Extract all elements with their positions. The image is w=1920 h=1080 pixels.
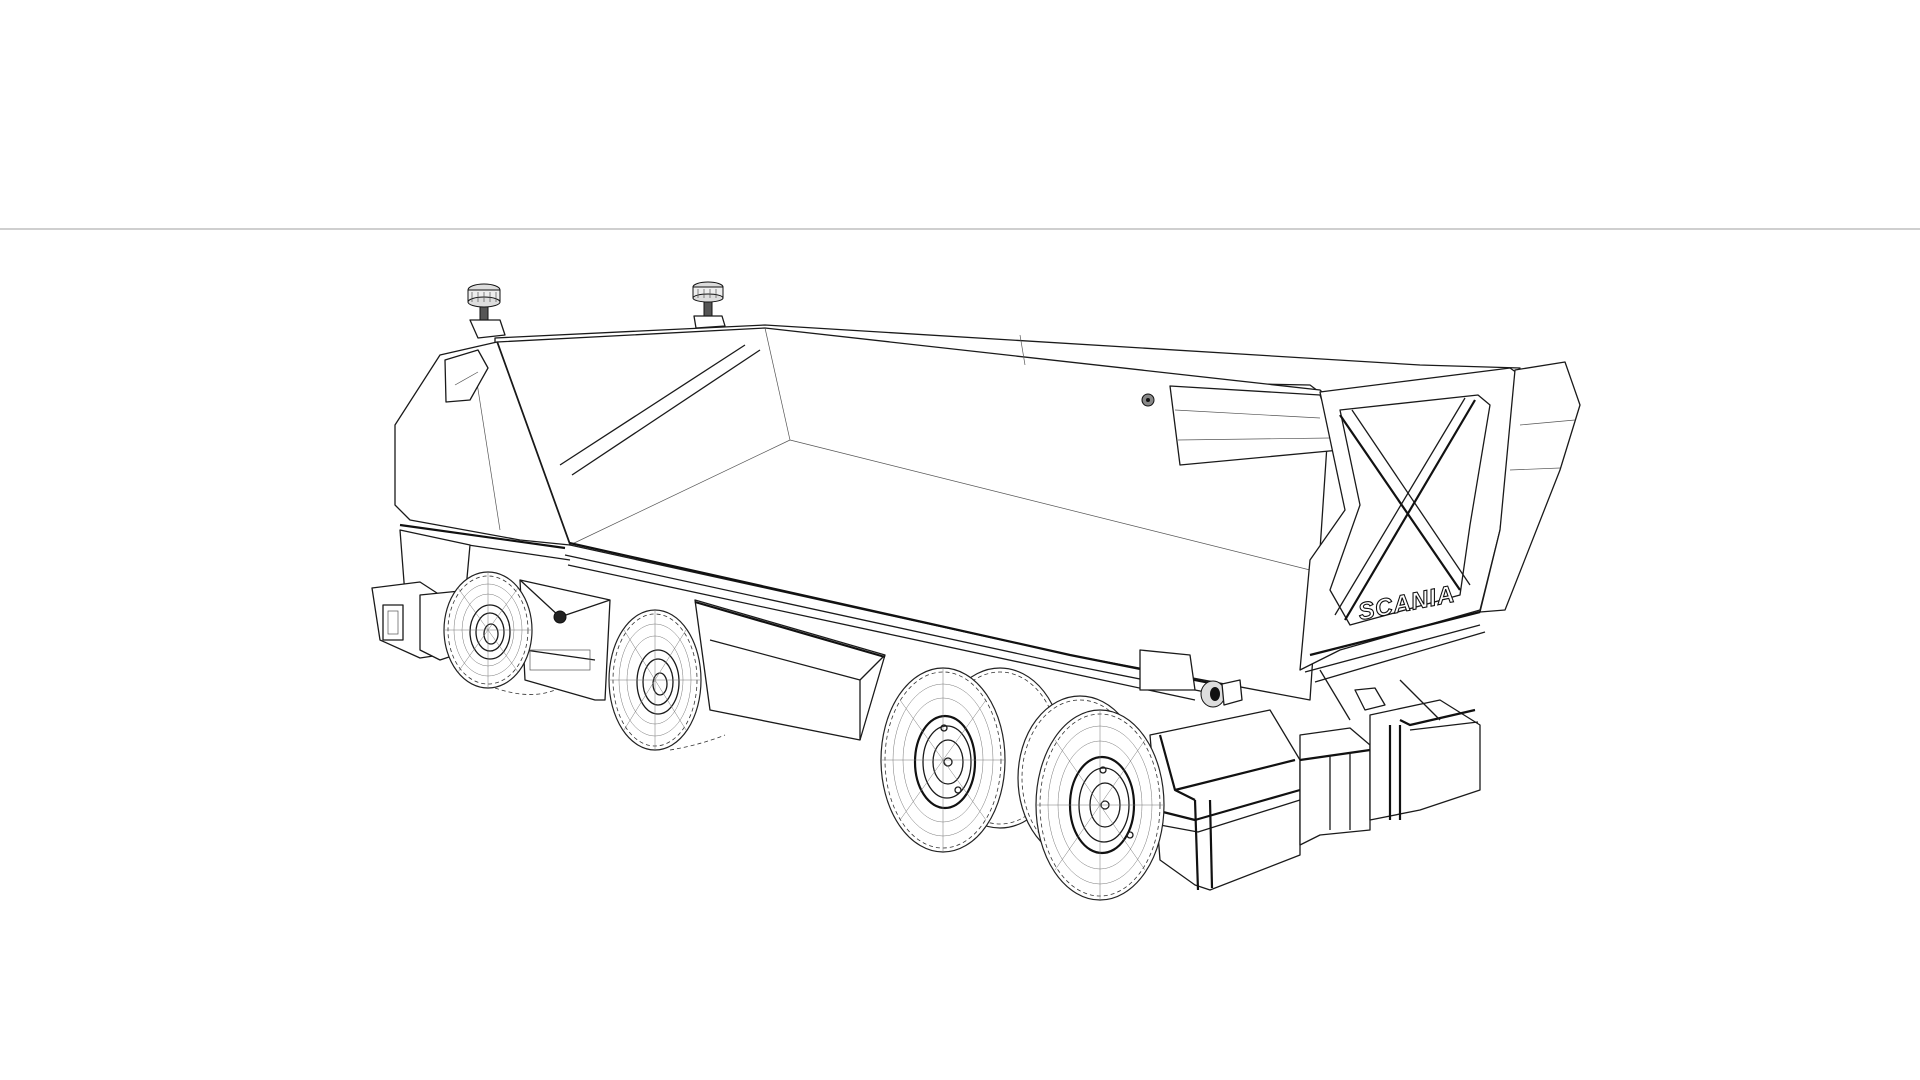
horizon-line bbox=[0, 228, 1920, 230]
wheel-axle-3 bbox=[880, 667, 1006, 853]
rear-bumper bbox=[1149, 669, 1481, 891]
lidar-sensor-rear bbox=[692, 281, 726, 329]
rear-camera-icon bbox=[1200, 679, 1243, 708]
lidar-sensor-front bbox=[467, 283, 506, 339]
chassis-side-boxes bbox=[519, 579, 1196, 741]
wheel-axle-1 bbox=[443, 571, 556, 695]
wheel-axle-2 bbox=[608, 609, 726, 751]
rear-x-frame bbox=[1299, 361, 1581, 683]
wheel-axle-4 bbox=[1035, 709, 1165, 901]
